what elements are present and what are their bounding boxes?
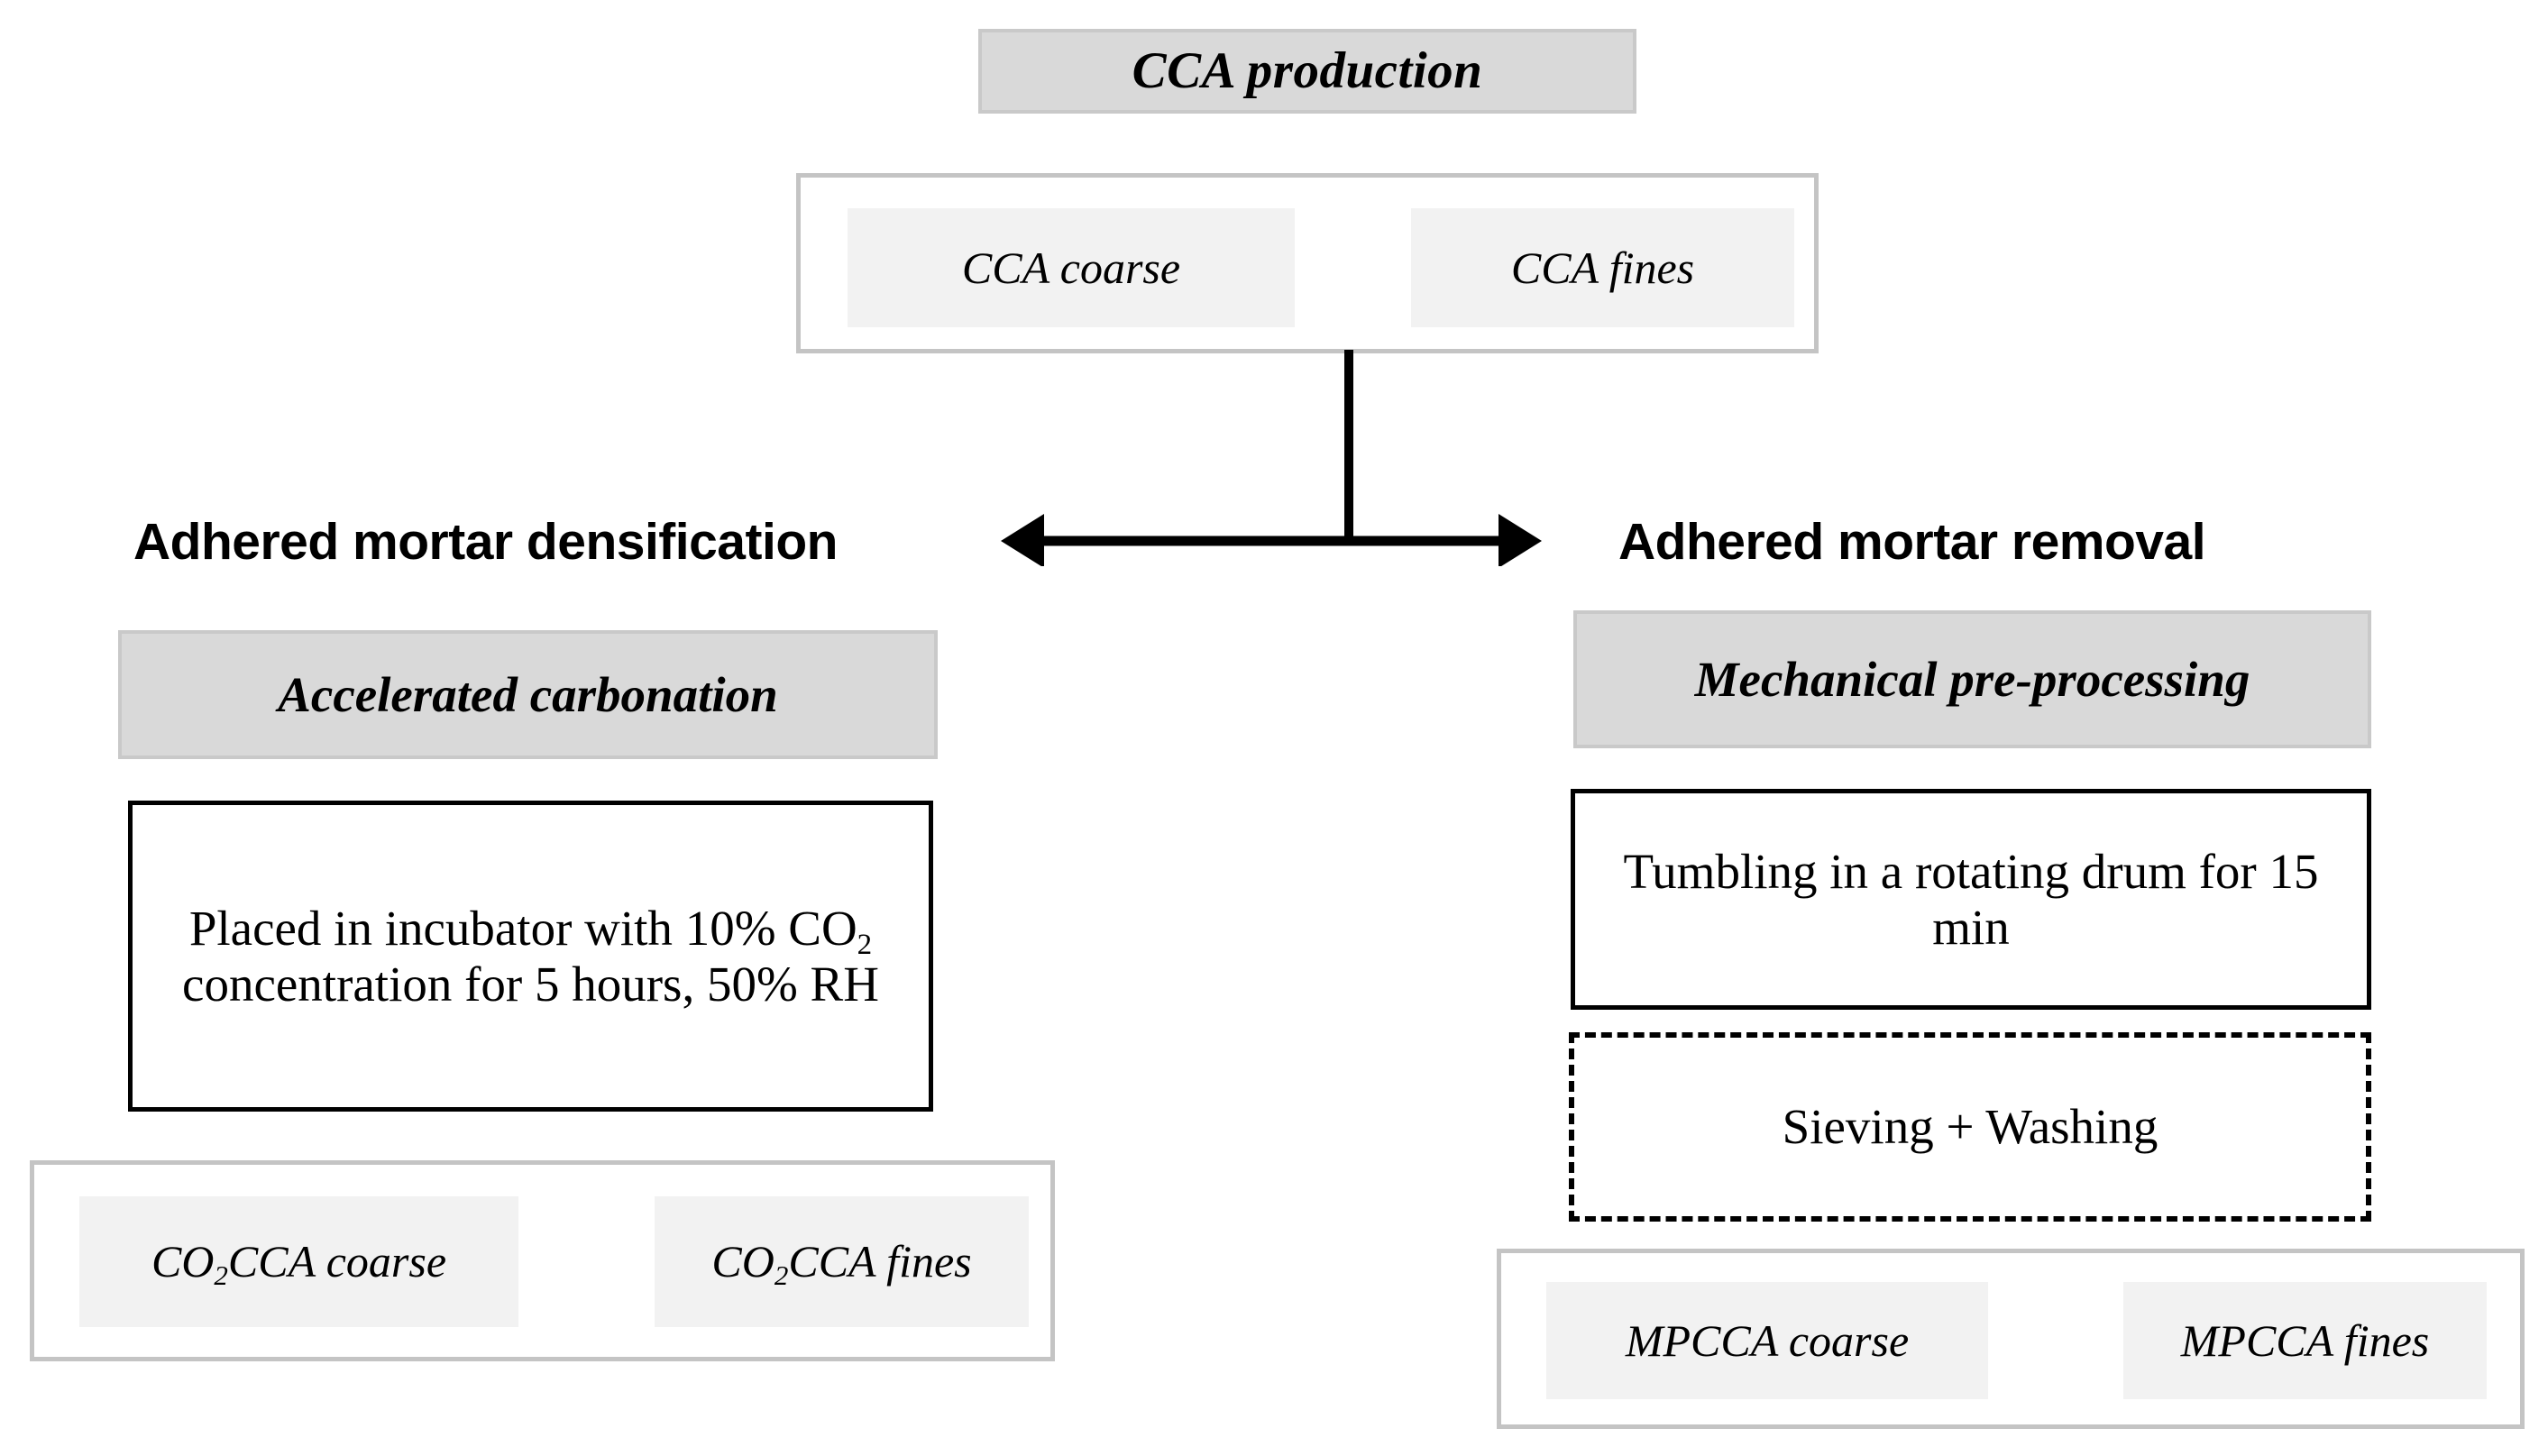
co2cca-products-group: CO2CCA coarse CO2CCA fines (30, 1160, 1055, 1361)
branch-connector-arrow (1001, 350, 1542, 566)
tumbling-step-box: Tumbling in a rotating drum for 15 min (1571, 789, 2371, 1010)
cca-coarse-chip: CCA coarse (848, 208, 1295, 327)
co2cca-fines-label: CO2CCA fines (711, 1236, 972, 1291)
branch-heading-removal: Adhered mortar removal (1618, 513, 2206, 571)
co2cca-coarse-chip: CO2CCA coarse (79, 1196, 518, 1327)
incubator-line-3: hours, 50% RH (572, 956, 879, 1012)
sieving-washing-step-box: Sieving + Washing (1569, 1032, 2371, 1222)
co2-sub: 2 (214, 1259, 228, 1292)
cca-fines-chip: CCA fines (1411, 208, 1794, 327)
co2-suffix: CCA coarse (227, 1236, 447, 1287)
incubator-condition-text: Placed in incubator with 10% CO2 concent… (145, 901, 916, 1012)
co2-subscript: 2 (857, 928, 873, 961)
co2-fines-suffix: CCA fines (788, 1236, 972, 1287)
co2cca-fines-chip: CO2CCA fines (655, 1196, 1029, 1327)
accelerated-carbonation-header: Accelerated carbonation (118, 630, 938, 759)
mpcca-products-group: MPCCA coarse MPCCA fines (1497, 1249, 2525, 1429)
branch-heading-densification: Adhered mortar densification (133, 513, 838, 571)
cca-production-title-box: CCA production (978, 29, 1636, 114)
incubator-line-1: Placed in incubator with (188, 900, 673, 956)
mpcca-coarse-chip: MPCCA coarse (1546, 1282, 1988, 1399)
incubator-condition-box: Placed in incubator with 10% CO2 concent… (128, 801, 933, 1112)
incubator-line-2a: 10% CO (684, 900, 857, 956)
co2-fines-prefix: CO (711, 1236, 774, 1287)
cca-products-group: CCA coarse CCA fines (796, 173, 1819, 353)
co2-prefix: CO (151, 1236, 215, 1287)
mechanical-preprocessing-header: Mechanical pre-processing (1573, 610, 2371, 748)
incubator-line-2b: concentration for 5 (182, 956, 560, 1012)
co2-fines-sub: 2 (774, 1259, 789, 1292)
co2cca-coarse-label: CO2CCA coarse (151, 1236, 447, 1291)
mpcca-fines-chip: MPCCA fines (2123, 1282, 2487, 1399)
